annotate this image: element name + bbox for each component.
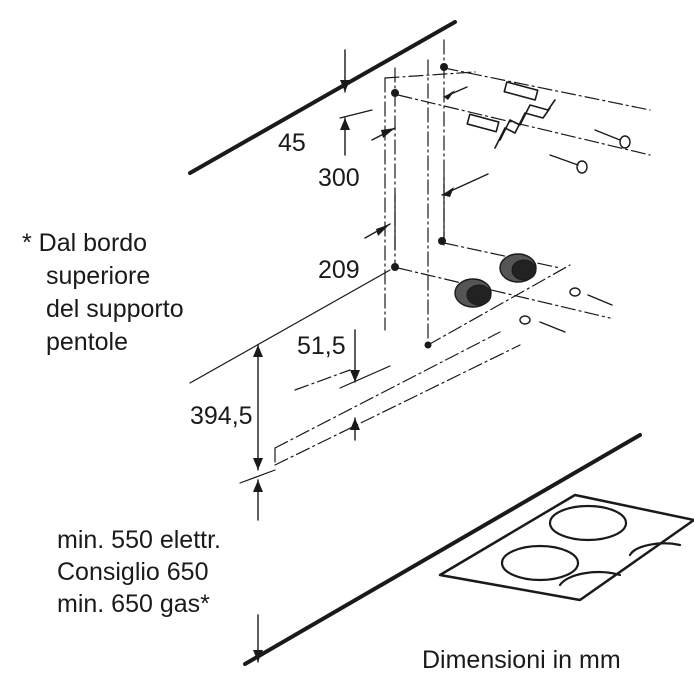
dim-209-label: 209 bbox=[318, 256, 360, 284]
note-line-4: pentole bbox=[46, 328, 128, 356]
dim-300-label: 300 bbox=[318, 164, 360, 192]
worktop-line bbox=[243, 433, 642, 666]
units-label: Dimensioni in mm bbox=[422, 646, 621, 674]
dim-51-5-label: 51,5 bbox=[297, 332, 346, 360]
dim-45-label: 45 bbox=[278, 129, 306, 157]
ceiling-line bbox=[188, 20, 457, 175]
min-height-text: min. 550 elettr. Consiglio 650 min. 650 … bbox=[57, 526, 221, 618]
note-line-1: * Dal bordo bbox=[22, 229, 147, 257]
note-line-3: del supporto bbox=[46, 295, 184, 323]
dim-394-5-label: 394,5 bbox=[190, 402, 253, 430]
min-line-1: min. 550 elettr. bbox=[57, 526, 221, 554]
min-line-3: min. 650 gas* bbox=[57, 590, 210, 618]
screw-icon bbox=[519, 129, 631, 333]
mounting-bracket-icon bbox=[466, 81, 556, 149]
cooktop-icon bbox=[438, 493, 694, 602]
min-line-2: Consiglio 650 bbox=[57, 558, 209, 586]
footnote-text: * Dal bordo superiore del supporto pento… bbox=[22, 229, 184, 356]
note-line-2: superiore bbox=[46, 262, 150, 290]
duct-connector-icon bbox=[454, 253, 537, 308]
